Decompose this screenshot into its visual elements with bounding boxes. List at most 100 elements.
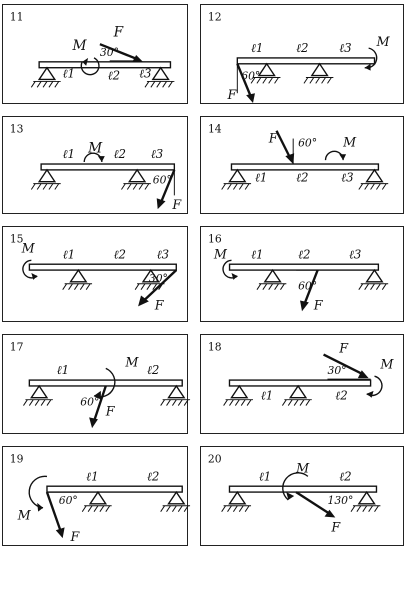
roller-support <box>303 62 334 84</box>
problem-20: 20 ℓ1 M ℓ2 130° F <box>200 446 404 546</box>
label-angle: 60° <box>59 494 78 507</box>
problem-number: 14 <box>208 123 222 136</box>
label-F: F <box>338 342 349 357</box>
beam <box>228 263 380 271</box>
force-arrow-head <box>246 93 255 103</box>
force-arrow-head <box>132 54 144 62</box>
beam <box>28 263 177 271</box>
label-l3: ℓ3 <box>341 171 353 185</box>
force-arrow-head <box>138 295 149 307</box>
label-F: F <box>227 88 238 103</box>
label-l3: ℓ3 <box>339 41 351 55</box>
moment-arrow-head <box>286 492 295 500</box>
roller-support <box>358 268 389 290</box>
force-arrow <box>236 63 253 98</box>
force-arrow-head <box>300 300 309 312</box>
roller-support <box>160 490 191 512</box>
problem-number: 12 <box>208 11 222 24</box>
beam <box>236 57 376 65</box>
problem-11: 11 M F 30° ℓ1 ℓ2 ℓ3 <box>2 4 188 104</box>
label-M: M <box>379 357 394 372</box>
moment-arrow-head <box>364 63 371 71</box>
moment-arrow-head <box>366 390 374 398</box>
label-angle: 130° <box>327 494 353 507</box>
label-M: M <box>71 38 87 54</box>
label-l1: ℓ1 <box>261 389 273 403</box>
problem-number: 15 <box>10 233 24 246</box>
pin-support <box>250 62 281 84</box>
force-arrow <box>302 269 319 306</box>
problem-19: 19 ℓ1 ℓ2 M 60° F <box>2 446 191 546</box>
force-arrow-head <box>156 198 166 210</box>
label-l2: ℓ2 <box>298 247 310 261</box>
problem-14: 14 F 60° M ℓ1 ℓ2 ℓ3 <box>200 116 404 214</box>
moment-arrow <box>28 475 48 509</box>
beam <box>28 379 183 387</box>
force-arrow <box>295 491 331 515</box>
problem-16: 16 M ℓ1 ℓ2 ℓ3 60° F <box>200 226 404 322</box>
beam <box>228 485 378 493</box>
label-l1: ℓ1 <box>63 247 75 261</box>
pin-support <box>62 268 93 290</box>
pin-support <box>256 268 287 290</box>
moment-arrow-head <box>31 273 38 280</box>
label-F: F <box>330 520 341 535</box>
label-F: F <box>113 24 124 40</box>
roller-support <box>160 384 191 406</box>
moment-arrow-head <box>82 57 89 66</box>
label-l1: ℓ1 <box>86 469 98 483</box>
problem-12: 12 ℓ1 ℓ2 ℓ3 M 60° F <box>200 4 404 104</box>
label-l2: ℓ2 <box>296 171 308 185</box>
force-arrow <box>275 130 292 159</box>
moment-arrow-head <box>97 156 105 163</box>
label-l1: ℓ1 <box>57 363 69 377</box>
label-l1: ℓ1 <box>251 41 263 55</box>
label-l1: ℓ1 <box>259 469 271 483</box>
label-angle: 30° <box>149 272 168 285</box>
beam <box>46 485 183 493</box>
roller-support <box>121 168 151 190</box>
beam <box>230 163 380 171</box>
force-arrow-head <box>89 417 98 429</box>
label-F: F <box>171 198 182 213</box>
problem-number: 18 <box>208 341 222 354</box>
roller-support <box>144 66 175 88</box>
problem-number: 17 <box>10 341 24 354</box>
force-arrow <box>159 169 176 204</box>
force-arrow-head <box>357 370 369 379</box>
label-F: F <box>313 297 324 312</box>
problem-number: 16 <box>208 233 222 246</box>
moment-arrow <box>80 57 100 76</box>
label-M: M <box>295 461 310 476</box>
label-l2: ℓ2 <box>147 469 159 483</box>
problem-18: 18 F 30° M ℓ1 ℓ2 <box>200 334 404 434</box>
roller-support <box>134 268 165 290</box>
pin-support <box>30 66 61 88</box>
force-arrow <box>323 353 364 376</box>
force-arrow-head <box>324 509 336 518</box>
moment-arrow-head <box>339 154 347 161</box>
label-l3: ℓ3 <box>139 67 151 81</box>
label-l2: ℓ2 <box>114 147 126 161</box>
label-M: M <box>375 35 390 50</box>
label-M: M <box>342 135 357 150</box>
label-angle: 30° <box>100 46 119 59</box>
force-arrow-head <box>55 527 65 539</box>
moment-arrow-head <box>94 390 101 400</box>
moment-arrow-head <box>37 502 44 512</box>
problem-17: 17 ℓ1 M ℓ2 60° F <box>2 334 191 434</box>
label-angle: 60° <box>298 136 317 149</box>
label-angle: 60° <box>80 396 99 409</box>
force-arrow <box>142 269 178 303</box>
moment-arrow <box>282 472 309 501</box>
force-arrow <box>99 43 140 61</box>
pin-support <box>81 490 112 512</box>
problem-13: 13 ℓ1 M ℓ2 ℓ3 60° F <box>2 116 188 214</box>
pin-support <box>30 168 61 190</box>
label-l2: ℓ2 <box>114 247 126 261</box>
force-arrow <box>92 385 107 422</box>
label-l1: ℓ1 <box>63 67 75 81</box>
label-angle: 60° <box>298 280 317 293</box>
label-l2: ℓ2 <box>296 41 308 55</box>
